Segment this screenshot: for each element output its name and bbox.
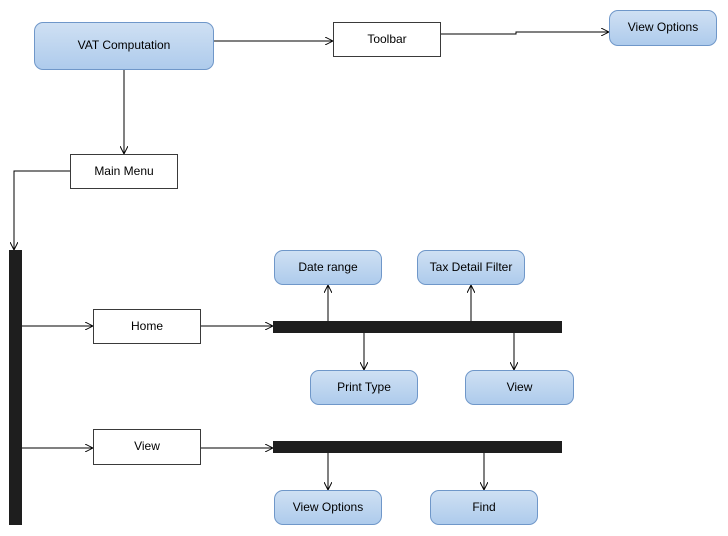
date-range-node: Date range (274, 250, 382, 285)
main-menu-label: Main Menu (94, 163, 154, 178)
home-node: Home (93, 309, 201, 344)
home-fork-bar (273, 321, 562, 333)
view-menu-node: View (93, 429, 201, 465)
view-options-top-label: View Options (627, 20, 699, 35)
home-label: Home (130, 318, 163, 333)
tax-detail-filter-label: Tax Detail Filter (429, 259, 513, 274)
toolbar-label: Toolbar (367, 31, 407, 46)
print-type-node: Print Type (310, 370, 418, 405)
print-type-label: Print Type (337, 379, 391, 394)
vat-computation-node: VAT Computation (34, 22, 214, 70)
view-options-bottom-label: View Options (292, 499, 364, 514)
connector-mainmenu-bar (14, 170, 70, 250)
view-fork-bar (273, 441, 562, 453)
find-label: Find (472, 499, 496, 514)
main-menu-fork-bar (9, 250, 22, 525)
find-node: Find (430, 490, 538, 525)
connector-toolbar-viewoptions (441, 32, 609, 34)
vat-computation-label: VAT Computation (77, 38, 171, 53)
date-range-label: Date range (298, 259, 358, 274)
toolbar-node: Toolbar (333, 22, 441, 57)
view-menu-label: View (134, 439, 160, 454)
view-options-bottom-node: View Options (274, 490, 382, 525)
main-menu-node: Main Menu (70, 154, 178, 189)
tax-detail-filter-node: Tax Detail Filter (417, 250, 525, 285)
view-options-top-node: View Options (609, 10, 717, 46)
view-sub-label: View (506, 379, 533, 394)
view-sub-node: View (465, 370, 574, 405)
